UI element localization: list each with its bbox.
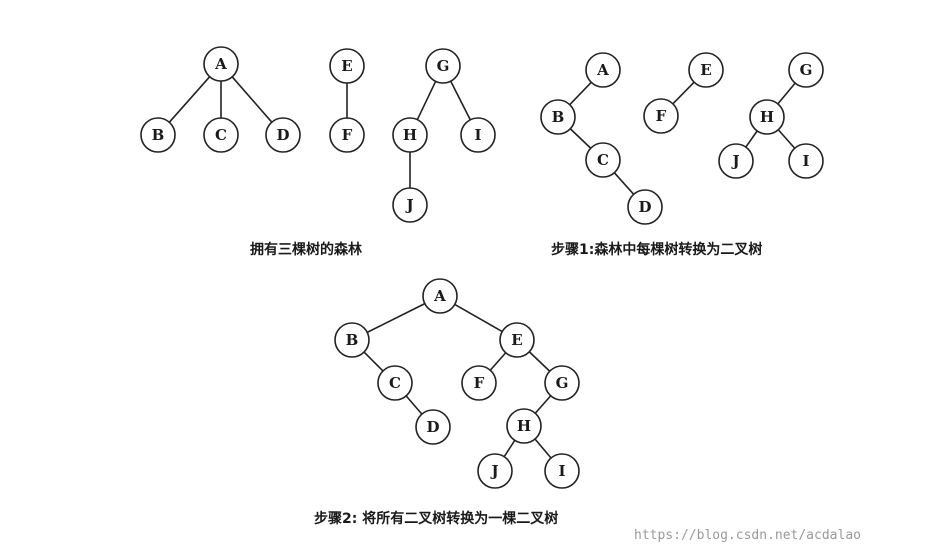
edge-B-C	[569, 128, 592, 149]
watermark-url: https://blog.csdn.net/acdalao	[634, 528, 861, 543]
caption-step2: 步骤2: 将所有二叉树转换为一棵二叉树	[314, 511, 559, 527]
node-h	[392, 117, 428, 153]
edge-G-H	[534, 395, 552, 414]
edge-G-H	[777, 82, 796, 105]
node-f	[461, 365, 497, 401]
node-label-j: J	[404, 196, 413, 214]
node-f	[643, 98, 679, 134]
node-e	[329, 48, 365, 84]
node-b	[334, 322, 370, 358]
node-label-h: H	[760, 108, 774, 126]
edge-H-J	[503, 439, 516, 458]
node-label-d: D	[638, 198, 651, 216]
node-label-g: G	[437, 57, 450, 75]
edge-A-B	[168, 76, 211, 123]
node-label-i: I	[474, 126, 481, 144]
node-label-a: A	[214, 55, 227, 73]
node-label-g: G	[556, 374, 569, 392]
node-label-e: E	[511, 331, 522, 349]
node-label-g: G	[800, 61, 813, 79]
node-label-a: A	[433, 287, 446, 305]
edge-E-F	[489, 352, 507, 371]
node-f	[329, 117, 365, 153]
node-label-f: F	[342, 126, 353, 144]
node-d	[627, 189, 663, 225]
diagram-step1-binary-trees: A B C D E F G H J I	[540, 52, 824, 225]
node-label-i: I	[558, 462, 565, 480]
node-i	[544, 453, 580, 489]
edge-C-D	[405, 395, 423, 415]
node-label-c: C	[215, 126, 227, 144]
node-h	[506, 408, 542, 444]
caption-forest: 拥有三棵树的森林	[250, 242, 362, 258]
edge-A-B	[569, 81, 592, 106]
node-label-b: B	[346, 331, 359, 349]
node-label-j: J	[489, 462, 498, 480]
node-a	[585, 52, 621, 88]
node-c	[585, 142, 621, 178]
node-label-f: F	[656, 107, 667, 125]
node-b	[140, 117, 176, 153]
diagram-forest: A B C D E F G H I J	[140, 46, 496, 223]
node-a	[203, 46, 239, 82]
node-a	[422, 278, 458, 314]
node-label-j: J	[730, 152, 739, 170]
node-j	[477, 453, 513, 489]
edge-E-G	[528, 351, 551, 372]
node-label-f: F	[474, 374, 485, 392]
node-label-i: I	[802, 152, 809, 170]
node-label-b: B	[552, 108, 565, 126]
node-label-d: D	[426, 418, 439, 436]
edge-C-D	[613, 172, 635, 195]
node-g	[788, 52, 824, 88]
node-d	[265, 117, 301, 153]
node-label-d: D	[276, 126, 289, 144]
edge-A-D	[231, 76, 273, 123]
node-g	[425, 48, 461, 84]
node-label-b: B	[152, 126, 165, 144]
node-label-a: A	[596, 61, 609, 79]
node-label-e: E	[341, 57, 352, 75]
node-label-c: C	[389, 374, 401, 392]
edge-H-J	[745, 130, 758, 148]
node-c	[203, 117, 239, 153]
node-j	[392, 187, 428, 223]
edge-E-F	[672, 81, 695, 105]
node-i	[460, 117, 496, 153]
node-label-e: E	[700, 61, 711, 79]
node-b	[540, 99, 576, 135]
node-c	[377, 365, 413, 401]
edge-H-I	[777, 129, 796, 149]
edge-G-I	[449, 80, 472, 121]
diagram-step2-merged-binary-tree: A B C D E F G H J I	[334, 278, 580, 489]
node-label-h: H	[517, 417, 531, 435]
node-g	[544, 365, 580, 401]
edge-G-H	[416, 80, 437, 121]
node-e	[499, 322, 535, 358]
node-d	[415, 409, 451, 445]
edge-H-I	[534, 438, 552, 459]
caption-step1: 步骤1:森林中每棵树转换为二叉树	[551, 242, 763, 258]
node-j	[718, 143, 754, 179]
node-e	[688, 52, 724, 88]
node-label-h: H	[403, 126, 417, 144]
edge-A-E	[454, 303, 503, 333]
edge-B-C	[363, 351, 384, 372]
node-label-c: C	[597, 151, 609, 169]
node-h	[749, 99, 785, 135]
node-i	[788, 143, 824, 179]
edge-A-B	[366, 302, 426, 334]
